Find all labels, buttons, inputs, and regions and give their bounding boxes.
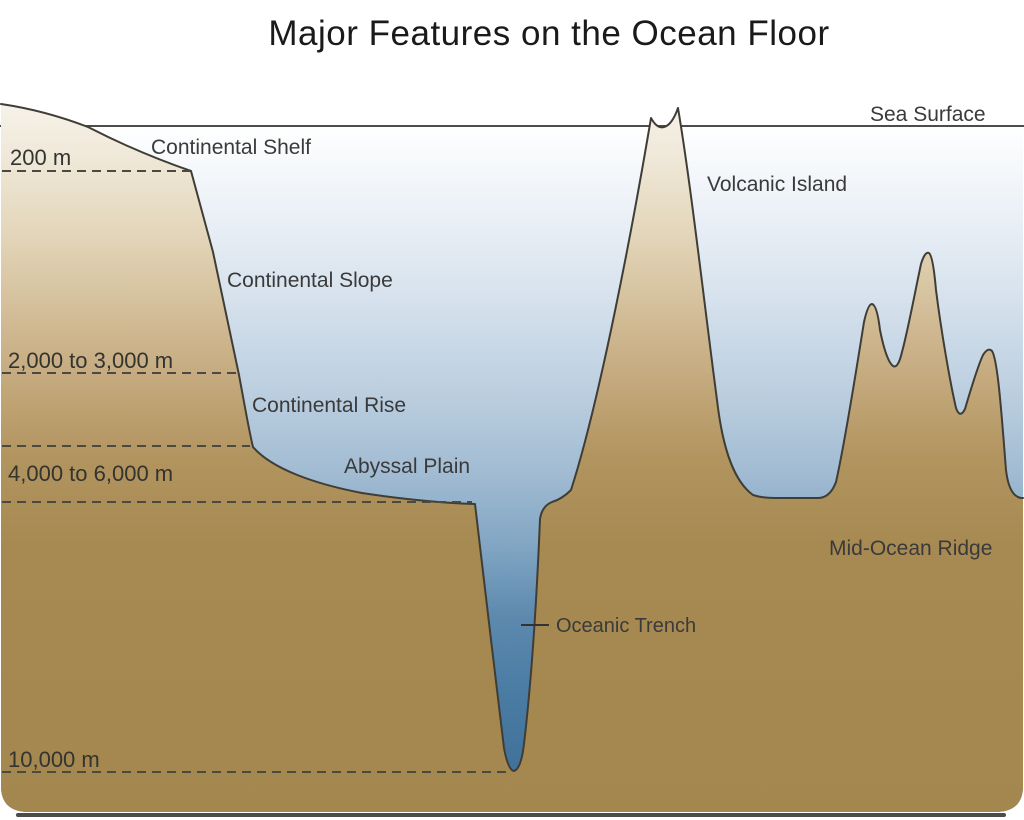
label-sea-surface: Sea Surface — [870, 103, 986, 126]
depth-label-4000-6000m: 4,000 to 6,000 m — [8, 461, 173, 486]
depth-label-2000-3000m: 2,000 to 3,000 m — [8, 348, 173, 373]
label-volcanic-island: Volcanic Island — [707, 173, 847, 196]
label-oceanic-trench: Oceanic Trench — [556, 615, 696, 637]
depth-label-10000m: 10,000 m — [8, 747, 100, 772]
page-title: Major Features on the Ocean Floor — [268, 14, 829, 53]
label-continental-rise: Continental Rise — [252, 394, 406, 417]
label-continental-shelf: Continental Shelf — [151, 136, 311, 159]
label-mid-ocean-ridge: Mid-Ocean Ridge — [829, 537, 992, 560]
label-abyssal-plain: Abyssal Plain — [344, 455, 470, 478]
seafloor-landmass — [1, 104, 1023, 812]
depth-label-200m: 200 m — [10, 145, 71, 170]
label-continental-slope: Continental Slope — [227, 269, 393, 292]
terrain-outline — [0, 103, 1024, 772]
